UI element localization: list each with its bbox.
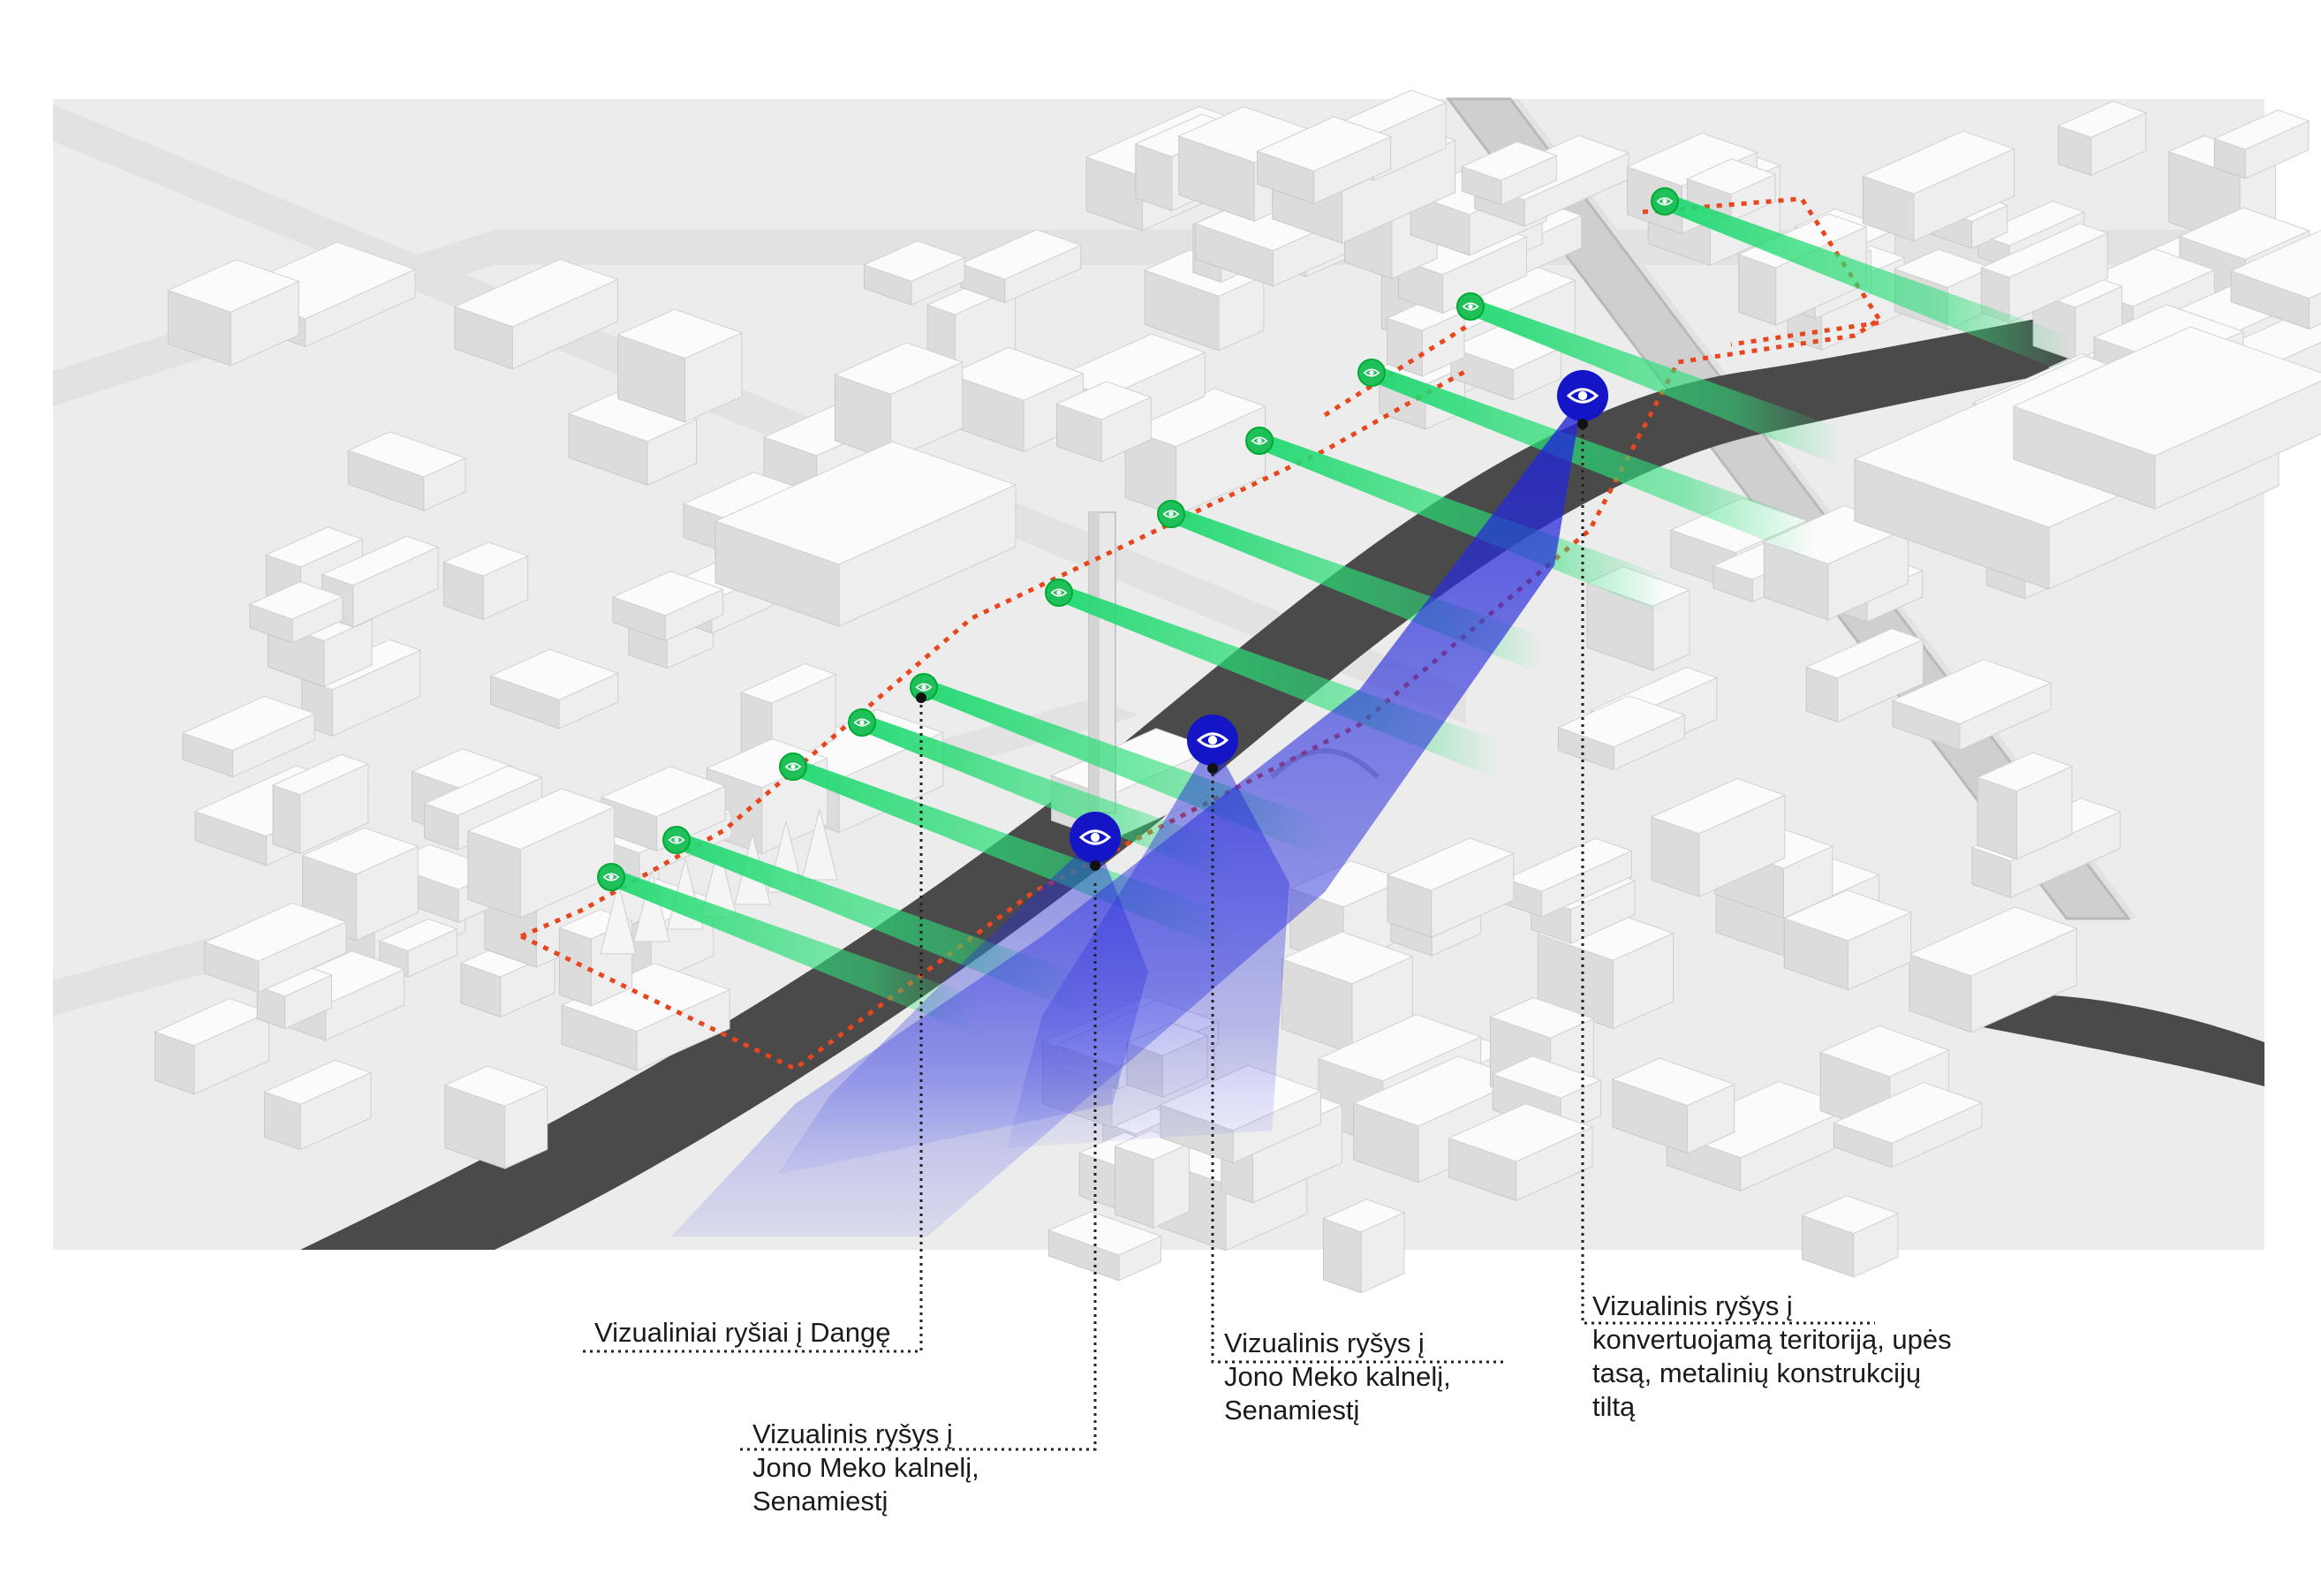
label-territory: Vizualinis ryšys į konvertuojamą teritor… xyxy=(1592,1290,1952,1424)
eye-pupil xyxy=(790,764,795,768)
green-viewpoint-marker xyxy=(1246,427,1273,454)
green-viewpoint-marker xyxy=(1158,501,1184,527)
eye-pupil xyxy=(1091,833,1100,842)
green-viewpoint-marker xyxy=(1358,359,1385,386)
label-meko-1-line-1: Vizualinis ryšys į xyxy=(752,1418,979,1451)
label-territory-line-3: tasą, metalinių konstrukcijų xyxy=(1592,1357,1952,1390)
green-viewpoint-marker xyxy=(1457,293,1484,320)
building-face xyxy=(1115,1146,1154,1228)
label-territory-line-1: Vizualinis ryšys į xyxy=(1592,1290,1952,1323)
green-viewpoint-marker xyxy=(1652,188,1678,215)
marker-anchor-dot xyxy=(1577,419,1588,429)
eye-pupil xyxy=(1257,438,1261,442)
eye-pupil xyxy=(1468,304,1472,308)
label-meko-2: Vizualinis ryšys į Jono Meko kalnelį, Se… xyxy=(1224,1327,1451,1427)
eye-pupil xyxy=(1208,736,1217,745)
eye-pupil xyxy=(1662,199,1667,203)
label-dange: Vizualiniai ryšiai į Dangę xyxy=(594,1316,890,1350)
label-dange-line-1: Vizualiniai ryšiai į Dangę xyxy=(594,1316,890,1350)
green-viewpoint-marker xyxy=(663,827,690,853)
eye-pupil xyxy=(609,874,613,879)
building-face xyxy=(1977,777,2016,859)
eye-pupil xyxy=(1578,391,1587,400)
marker-anchor-dot xyxy=(1207,763,1218,774)
building-face xyxy=(559,927,591,1005)
marker-anchor-dot xyxy=(1090,860,1100,871)
green-viewpoint-marker xyxy=(780,753,806,780)
label-meko-1-line-2: Jono Meko kalnelį, xyxy=(752,1451,979,1485)
eye-pupil xyxy=(921,685,926,689)
marker-anchor-dot xyxy=(916,692,926,703)
label-territory-line-4: tiltą xyxy=(1592,1390,1952,1424)
eye-pupil xyxy=(1369,370,1373,374)
green-viewpoint-marker xyxy=(598,864,624,890)
label-territory-line-2: konvertuojamą teritoriją, upės xyxy=(1592,1323,1952,1357)
label-meko-2-line-1: Vizualinis ryšys į xyxy=(1224,1327,1451,1360)
green-viewpoint-marker xyxy=(849,709,875,736)
eye-pupil xyxy=(1168,511,1173,516)
green-viewpoint-marker xyxy=(1046,579,1072,606)
building-face xyxy=(273,785,300,853)
label-meko-2-line-3: Senamiestį xyxy=(1224,1394,1451,1427)
label-meko-1: Vizualinis ryšys į Jono Meko kalnelį, Se… xyxy=(752,1418,979,1518)
eye-pupil xyxy=(859,720,864,724)
label-meko-2-line-2: Jono Meko kalnelį, xyxy=(1224,1360,1451,1394)
eye-pupil xyxy=(1056,590,1061,594)
eye-pupil xyxy=(674,837,678,842)
label-meko-1-line-3: Senamiestį xyxy=(752,1485,979,1518)
